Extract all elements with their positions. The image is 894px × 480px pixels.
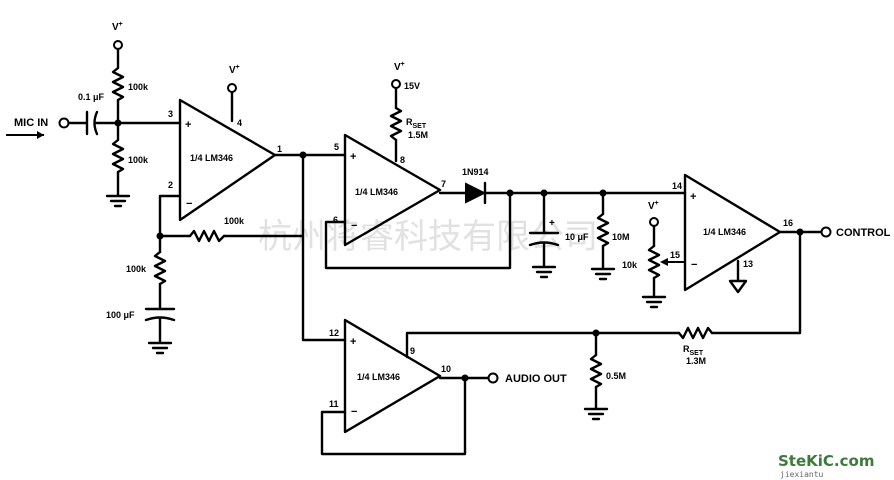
svg-text:1/4 LM346: 1/4 LM346 bbox=[357, 372, 400, 382]
svg-text:−: − bbox=[351, 220, 357, 232]
svg-text:13: 13 bbox=[743, 259, 753, 269]
svg-text:RSET: RSET bbox=[406, 117, 427, 130]
resistor-bias-top: 100k bbox=[111, 66, 149, 102]
vplus-terminal-pot: V+ bbox=[648, 200, 659, 227]
resistor-bias-bottom: 100k bbox=[111, 138, 149, 174]
resistor-rset-2: RSET 1.3M bbox=[677, 326, 714, 366]
potentiometer-10k: 10k bbox=[622, 244, 684, 280]
svg-text:+: + bbox=[549, 218, 555, 229]
resistor-hold: 10M bbox=[596, 212, 630, 248]
opamp-3: + − 1/4 LM346 12 11 9 10 bbox=[329, 318, 451, 434]
svg-text:jiexiantu: jiexiantu bbox=[780, 470, 824, 479]
control-output: CONTROL bbox=[820, 226, 891, 239]
svg-text:V+: V+ bbox=[648, 200, 659, 212]
svg-text:5: 5 bbox=[334, 142, 339, 152]
ground-6 bbox=[583, 407, 609, 421]
mic-in-terminal bbox=[58, 117, 70, 129]
vplus-terminal-2: V+ bbox=[227, 64, 240, 93]
svg-text:10 μF: 10 μF bbox=[565, 232, 589, 242]
svg-text:100k: 100k bbox=[224, 216, 245, 226]
capacitor-gnd: 100 μF bbox=[106, 307, 176, 322]
svg-text:0.5M: 0.5M bbox=[606, 371, 626, 381]
svg-text:12: 12 bbox=[329, 328, 339, 338]
svg-text:100k: 100k bbox=[128, 155, 149, 165]
svg-text:1/4 LM346: 1/4 LM346 bbox=[703, 227, 746, 237]
diode-1n914: 1N914 bbox=[462, 167, 489, 205]
svg-text:1: 1 bbox=[277, 144, 282, 154]
svg-text:+: + bbox=[690, 191, 696, 203]
svg-text:+: + bbox=[185, 119, 191, 131]
svg-text:AUDIO OUT: AUDIO OUT bbox=[505, 373, 567, 385]
svg-text:1N914: 1N914 bbox=[462, 167, 489, 177]
vplus-terminal-15v: V+ 15V bbox=[391, 61, 420, 91]
svg-text:V+: V+ bbox=[112, 21, 123, 33]
svg-text:7: 7 bbox=[441, 179, 446, 189]
svg-text:15V: 15V bbox=[404, 81, 420, 91]
resistor-feedback: 100k bbox=[188, 216, 245, 243]
svg-text:9: 9 bbox=[410, 346, 415, 356]
opamp-2: + − 1/4 LM346 5 6 8 7 bbox=[333, 133, 446, 247]
svg-text:V+: V+ bbox=[229, 64, 240, 76]
svg-text:15: 15 bbox=[670, 250, 680, 260]
mic-input: MIC IN bbox=[6, 117, 70, 139]
audio-out-terminal: AUDIO OUT bbox=[487, 372, 567, 385]
site-logo: SteKiC.com jiexiantu bbox=[778, 452, 874, 479]
svg-text:10k: 10k bbox=[622, 260, 638, 270]
svg-text:10: 10 bbox=[441, 364, 451, 374]
opamp-1: + − 1/4 LM346 3 2 4 1 bbox=[168, 98, 282, 222]
resistor-out: 0.5M bbox=[589, 353, 626, 389]
watermark-text: 杭州将睿科技有限公司 bbox=[258, 217, 598, 257]
ground-3 bbox=[531, 265, 557, 279]
svg-text:100 μF: 100 μF bbox=[106, 310, 135, 320]
svg-text:+: + bbox=[350, 336, 356, 348]
svg-text:14: 14 bbox=[672, 181, 682, 191]
ground-5 bbox=[641, 295, 667, 309]
c-in-label: 0.1 μF bbox=[78, 92, 105, 102]
svg-text:−: − bbox=[351, 406, 357, 418]
svg-text:+: + bbox=[350, 151, 356, 163]
mic-in-label: MIC IN bbox=[14, 117, 48, 129]
svg-text:8: 8 bbox=[400, 155, 405, 165]
svg-text:1.3M: 1.3M bbox=[686, 356, 706, 366]
input-capacitor: 0.1 μF bbox=[78, 92, 105, 136]
ground-2 bbox=[147, 341, 173, 355]
vplus-terminal-1: V+ bbox=[112, 21, 123, 50]
opamp-4: + − 1/4 LM346 14 15 16 13 bbox=[670, 173, 793, 292]
svg-text:3: 3 bbox=[168, 109, 173, 119]
svg-text:−: − bbox=[691, 259, 697, 271]
svg-text:16: 16 bbox=[783, 218, 793, 228]
ground-4 bbox=[590, 267, 616, 281]
svg-text:2: 2 bbox=[168, 180, 173, 190]
svg-text:1/4 LM346: 1/4 LM346 bbox=[190, 153, 233, 163]
svg-text:4: 4 bbox=[237, 118, 242, 128]
svg-text:1.5M: 1.5M bbox=[408, 130, 428, 140]
resistor-gnd: 100k bbox=[126, 250, 167, 286]
resistor-rset-1: RSET 1.5M bbox=[389, 106, 428, 142]
svg-text:RSET: RSET bbox=[683, 344, 704, 357]
svg-text:10M: 10M bbox=[612, 232, 630, 242]
svg-text:CONTROL: CONTROL bbox=[836, 227, 891, 239]
svg-text:V+: V+ bbox=[394, 61, 405, 73]
svg-text:100k: 100k bbox=[126, 264, 147, 274]
ground-1 bbox=[105, 194, 131, 208]
svg-text:1/4 LM346: 1/4 LM346 bbox=[355, 187, 398, 197]
svg-text:−: − bbox=[186, 198, 192, 210]
svg-text:SteKiC.com: SteKiC.com bbox=[778, 452, 874, 470]
svg-text:6: 6 bbox=[333, 215, 338, 225]
svg-text:100k: 100k bbox=[128, 82, 149, 92]
svg-text:11: 11 bbox=[329, 399, 339, 409]
